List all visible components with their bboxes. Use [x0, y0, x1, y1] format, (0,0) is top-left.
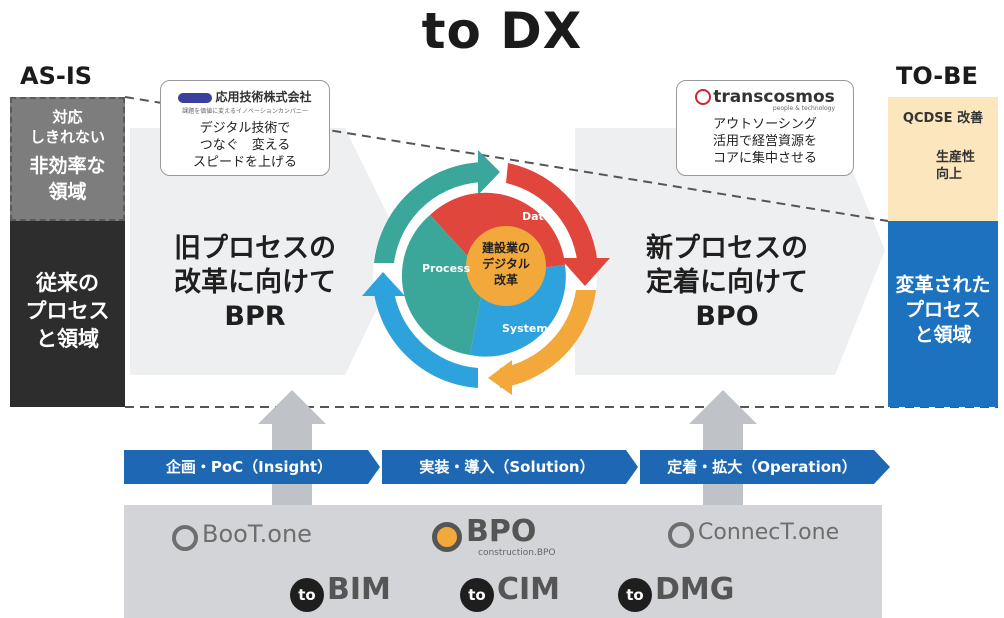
- globe-icon: [695, 89, 712, 105]
- cycle-data-label: Data: [522, 210, 552, 223]
- products-band: [124, 505, 882, 618]
- page-title: to DX: [421, 2, 583, 60]
- as-is-heading: AS-IS: [20, 62, 93, 90]
- bpo-power-icon: [432, 521, 462, 552]
- as-is-top-line4: 領域: [48, 181, 87, 203]
- qcdse-label: QCDSE 改善: [902, 111, 984, 126]
- left-chevron: [130, 128, 405, 375]
- bpr-process-text: 旧プロセスの 改革に向けて BPR: [174, 233, 336, 332]
- right-callout: transcosmos people & technology アウトソーシング…: [676, 80, 854, 176]
- cycle-graphic: [362, 150, 610, 395]
- boot-one-logo: BooT.one: [172, 520, 312, 551]
- bpo-sub-text: construction.BPO: [478, 547, 556, 558]
- connect-one-text: ConnecT.one: [698, 520, 840, 545]
- transcosmos-logo: transcosmos: [677, 87, 853, 107]
- to-badge-bim: to: [290, 577, 324, 612]
- to-badge-cim: to: [460, 577, 494, 612]
- transcosmos-logo-sub: people & technology: [772, 105, 835, 112]
- cycle-center-label: 建設業の デジタル 改革: [481, 241, 530, 287]
- bim-text: BIM: [327, 572, 391, 607]
- bpo-logo: BPO construction.BPO: [432, 514, 556, 558]
- cycle-center-circle: [466, 226, 546, 306]
- ring-blue: [373, 285, 478, 388]
- right-chevron: [575, 128, 885, 375]
- productivity-label: 生産性 向上: [936, 150, 976, 182]
- inner-teal: [401, 215, 485, 355]
- bpo-process-text: 新プロセスの 定着に向けて BPO: [646, 233, 808, 332]
- ouyou-tagline: 課題を価値に変えるイノベーションカンパニー: [182, 108, 308, 115]
- bpo-text: BPO: [466, 514, 537, 549]
- as-is-top-line2: しきれない: [29, 128, 105, 146]
- ouyou-logo: 応用技術株式会社: [161, 88, 329, 105]
- as-is-top-line1: 対応: [52, 108, 83, 126]
- boot-one-text: BooT.one: [202, 520, 312, 548]
- phase-operation-label: 定着・拡大（Operation）: [667, 458, 857, 476]
- ring-orange: [500, 290, 596, 388]
- connect-one-logo: ConnecT.one: [668, 520, 839, 548]
- ouyou-logo-icon: [178, 92, 213, 103]
- to-be-transformed-box: 変革された プロセス と領域: [888, 221, 998, 407]
- to-be-heading: TO-BE: [896, 62, 978, 90]
- as-is-inefficient-box: 対応 しきれない 非効率な 領域: [10, 97, 125, 221]
- left-callout-body: デジタル技術で つなぐ 変える スピードを上げる: [192, 121, 297, 170]
- left-callout: 応用技術株式会社 課題を価値に変えるイノベーションカンパニー デジタル技術で つ…: [160, 80, 330, 176]
- phase-arrow-2: [382, 450, 638, 484]
- cycle-system-label: System: [502, 322, 548, 335]
- ring-red: [506, 163, 598, 270]
- right-callout-body: アウトソーシング 活用で経営資源を コアに集中させる: [712, 117, 817, 166]
- ring-teal: [374, 161, 488, 263]
- transcosmos-logo-text: transcosmos: [713, 87, 835, 107]
- phase-arrow-3: [640, 450, 890, 484]
- cim-text: CIM: [497, 572, 561, 607]
- ouyou-company-name: 応用技術株式会社: [215, 90, 312, 104]
- as-is-top-line3: 非効率な: [29, 155, 106, 177]
- as-is-conventional-box: 従来の プロセス と領域: [10, 221, 125, 407]
- connect-power-icon: [668, 521, 694, 548]
- to-badge-dmg: to: [618, 577, 652, 612]
- phase-solution-label: 実装・導入（Solution）: [419, 458, 595, 476]
- phase-arrow-1: [124, 450, 380, 484]
- dmg-text: DMG: [655, 572, 735, 607]
- power-icon: [172, 524, 198, 551]
- to-be-improvement-box: QCDSE 改善 生産性 向上: [888, 97, 998, 221]
- cycle-process-label: Process: [422, 262, 471, 275]
- phase-insight-label: 企画・PoC（Insight）: [165, 458, 333, 476]
